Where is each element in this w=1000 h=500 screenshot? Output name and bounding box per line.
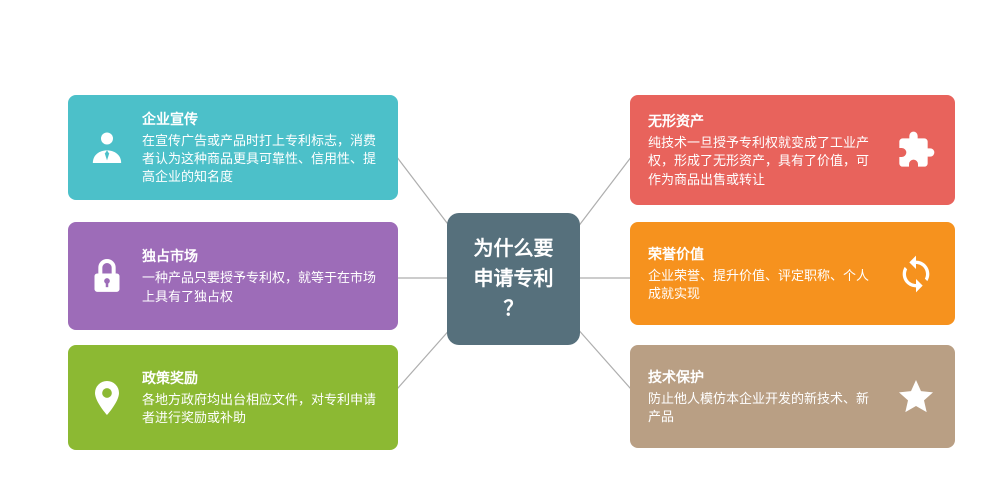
center-question-node: 为什么要 申请专利 ？ [447, 213, 580, 345]
card-body: 防止他人模仿本企业开发的新技术、新产品 [648, 390, 870, 424]
card-title: 独占市场 [142, 248, 198, 265]
card-text: 技术保护 防止他人模仿本企业开发的新技术、新产品 [648, 367, 881, 426]
card-text: 荣誉价值 企业荣誉、提升价值、评定职称、个人成就实现 [648, 244, 881, 303]
card-body: 企业荣誉、提升价值、评定职称、个人成就实现 [648, 267, 870, 301]
card-market-monopoly: 独占市场 一种产品只要授予专利权，就等于在市场上具有了独占权 [68, 222, 398, 330]
card-text: 企业宣传 在宣传广告或产品时打上专利标志，消费者认为这种商品更具可靠性、信用性、… [142, 109, 380, 187]
card-intangible-assets: 无形资产 纯技术一旦授予专利权就变成了工业产权，形成了无形资产，具有了价值，可作… [630, 95, 955, 205]
card-text: 政策奖励 各地方政府均出台相应文件，对专利申请者进行奖励或补助 [142, 368, 380, 427]
card-title: 无形资产 [648, 113, 704, 130]
businessman-icon [86, 127, 128, 169]
center-question-text: 为什么要 申请专利 ？ [473, 238, 554, 320]
card-body: 纯技术一旦授予专利权就变成了工业产权，形成了无形资产，具有了价值，可作为商品出售… [648, 135, 870, 187]
card-tech-protection: 技术保护 防止他人模仿本企业开发的新技术、新产品 [630, 345, 955, 448]
card-title: 政策奖励 [142, 369, 198, 386]
card-text: 无形资产 纯技术一旦授予专利权就变成了工业产权，形成了无形资产，具有了价值，可作… [648, 111, 881, 189]
card-body: 各地方政府均出台相应文件，对专利申请者进行奖励或补助 [142, 391, 377, 425]
card-honor-value: 荣誉价值 企业荣誉、提升价值、评定职称、个人成就实现 [630, 222, 955, 325]
card-text: 独占市场 一种产品只要授予专利权，就等于在市场上具有了独占权 [142, 246, 380, 305]
card-company-promotion: 企业宣传 在宣传广告或产品时打上专利标志，消费者认为这种商品更具可靠性、信用性、… [68, 95, 398, 200]
puzzle-icon [895, 129, 937, 171]
card-title: 技术保护 [648, 368, 704, 385]
sync-arrows-icon [895, 253, 937, 295]
card-title: 企业宣传 [142, 110, 198, 127]
lock-icon [86, 255, 128, 297]
card-body: 在宣传广告或产品时打上专利标志，消费者认为这种商品更具可靠性、信用性、提高企业的… [142, 132, 377, 185]
card-policy-reward: 政策奖励 各地方政府均出台相应文件，对专利申请者进行奖励或补助 [68, 345, 398, 450]
star-icon [895, 376, 937, 418]
card-title: 荣誉价值 [648, 245, 704, 262]
card-body: 一种产品只要授予专利权，就等于在市场上具有了独占权 [142, 270, 377, 304]
location-pin-icon [86, 377, 128, 419]
